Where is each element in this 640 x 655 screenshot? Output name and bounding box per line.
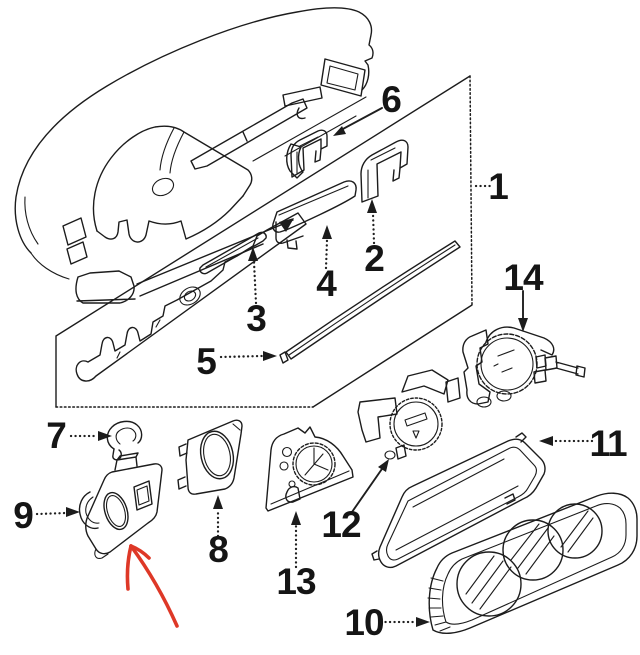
dash-j-bracket	[286, 143, 304, 179]
part-12-gauge	[357, 369, 461, 460]
callout-14-arrowhead	[518, 318, 528, 332]
callout-2: 2	[364, 199, 385, 279]
red-arrow-shaft	[129, 544, 179, 628]
callout-8-number[interactable]: 8	[208, 529, 229, 570]
callout-2-arrowhead	[367, 199, 377, 213]
callout-12-number[interactable]: 12	[321, 504, 362, 545]
callout-4-number[interactable]: 4	[316, 263, 338, 304]
callout-12-arrowhead	[378, 459, 389, 472]
dashboard-left-lower-line	[30, 252, 70, 280]
part-10-cluster-housing	[427, 492, 638, 635]
callout-1-number[interactable]: 1	[488, 166, 509, 207]
cowl-visor-band	[159, 127, 185, 174]
box-dotted-edges	[55, 75, 473, 408]
part-8-gauge-plate	[177, 419, 243, 495]
part-3-trim-strip	[199, 231, 267, 275]
callout-3-number[interactable]: 3	[246, 298, 267, 339]
callout-5: 5	[196, 341, 277, 382]
red-annotation-arrow	[125, 544, 179, 628]
part-9-bezel	[78, 452, 163, 559]
callout-7-number[interactable]: 7	[46, 415, 67, 456]
dashboard-assembly-drawing	[14, 7, 374, 304]
callout-3-leader	[252, 260, 258, 305]
callout-7-arrowhead	[98, 431, 112, 441]
cowl-lower-edge	[96, 195, 244, 243]
callout-9-leader	[35, 511, 68, 516]
red-arrow-right-barb	[129, 544, 151, 560]
part-11-lens-frame	[371, 432, 546, 569]
callout-11: 11	[539, 423, 628, 464]
dashboard-outer-curve	[14, 7, 374, 254]
part-13-gauge-plate	[265, 426, 354, 512]
callout-12-leader	[351, 465, 385, 513]
dashboard-foot	[75, 270, 136, 304]
callout-8-arrowhead	[213, 495, 223, 509]
callout-6: 6	[333, 79, 402, 136]
callout-8: 8	[208, 495, 229, 570]
callout-1: 1	[474, 166, 509, 207]
housing-end-hatching	[427, 577, 451, 632]
callout-6-leader	[340, 107, 383, 131]
dashboard-left-inner-edge	[24, 196, 39, 245]
projection-box	[55, 75, 473, 408]
part-reinforcement-shelf	[75, 212, 307, 382]
part-2-clip-bracket	[360, 139, 409, 203]
callout-2-number[interactable]: 2	[364, 238, 385, 279]
callout-10-arrowhead	[416, 617, 430, 627]
part-4-pad	[272, 180, 357, 250]
callout-2-leader	[371, 212, 376, 245]
dashboard-crease-lines	[252, 96, 367, 162]
left-side-vents	[62, 217, 88, 265]
part-7-retainer-clip	[106, 420, 143, 461]
cowl-cutout	[151, 177, 175, 197]
red-arrow-left-barb	[125, 544, 133, 591]
box-solid-edges	[55, 75, 473, 408]
callout-4-arrowhead	[322, 225, 332, 239]
dashboard-right-vent-inner	[326, 65, 359, 91]
dashboard-side-slot	[282, 86, 323, 120]
callout-10-number[interactable]: 10	[344, 602, 385, 643]
callout-4-leader	[324, 238, 329, 270]
callout-9: 9	[13, 495, 80, 536]
callout-9-arrowhead	[66, 507, 80, 517]
callout-5-leader	[219, 354, 264, 359]
part-5-trim-strip	[279, 240, 461, 364]
callout-13: 13	[276, 511, 317, 602]
callout-11-arrowhead	[539, 436, 553, 446]
callout-4: 4	[316, 225, 338, 304]
callout-6-arrowhead	[333, 126, 346, 136]
callout-6-number[interactable]: 6	[381, 79, 402, 120]
callout-3-arrowhead	[248, 247, 258, 261]
callout-5-number[interactable]: 5	[196, 341, 217, 382]
callout-14: 14	[503, 257, 545, 332]
callout-9-number[interactable]: 9	[13, 495, 34, 536]
part-6-clip	[290, 129, 328, 178]
gauge-glass-hatching	[465, 510, 594, 610]
callout-13-number[interactable]: 13	[276, 561, 317, 602]
callout-7: 7	[46, 415, 112, 456]
defroster-slot	[190, 98, 308, 170]
dashboard-right-vent	[320, 58, 366, 97]
callout-12: 12	[321, 459, 389, 545]
part-14-gauge-and-cable	[462, 326, 586, 408]
callout-11-number[interactable]: 11	[589, 423, 628, 464]
callout-3: 3	[246, 247, 267, 339]
callout-10: 10	[344, 602, 430, 643]
callout-5-arrowhead	[263, 351, 277, 361]
instrument-cowl	[92, 125, 253, 232]
callout-13-arrowhead	[291, 511, 301, 525]
callout-14-number[interactable]: 14	[503, 257, 545, 298]
